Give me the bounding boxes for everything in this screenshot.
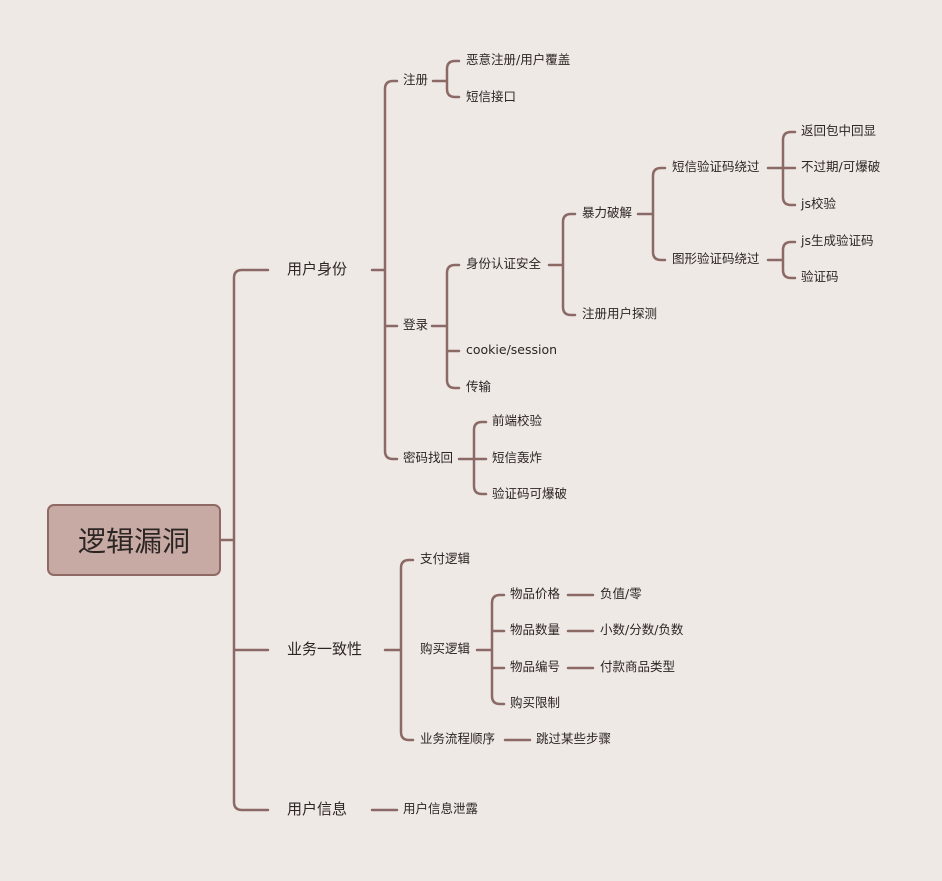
node-buy-limit[interactable]: 购买限制 <box>510 695 561 710</box>
node-js-gen-code[interactable]: js生成验证码 <box>801 233 874 248</box>
node-neg-zero[interactable]: 负值/零 <box>600 586 642 601</box>
node-cookie-session[interactable]: cookie/session <box>466 342 558 357</box>
node-skip-steps[interactable]: 跳过某些步骤 <box>536 731 612 746</box>
node-no-expire[interactable]: 不过期/可爆破 <box>801 159 881 174</box>
node-user-info[interactable]: 用户信息 <box>287 800 348 818</box>
node-transmission[interactable]: 传输 <box>466 379 492 394</box>
node-js-check[interactable]: js校验 <box>801 196 836 211</box>
node-item-price[interactable]: 物品价格 <box>510 586 561 601</box>
node-reg-user-probe[interactable]: 注册用户探测 <box>582 306 658 321</box>
node-business[interactable]: 业务一致性 <box>287 640 363 658</box>
connector-img-bypass <box>766 240 797 280</box>
node-flow-order[interactable]: 业务流程顺序 <box>420 731 496 746</box>
node-buy-logic[interactable]: 购买逻辑 <box>420 641 471 656</box>
node-frontend-check[interactable]: 前端校验 <box>492 413 543 428</box>
node-brute-force[interactable]: 暴力破解 <box>582 205 633 220</box>
node-pay-item-type[interactable]: 付款商品类型 <box>600 659 676 674</box>
node-info-leak[interactable]: 用户信息泄露 <box>403 801 479 816</box>
connector-login <box>430 263 461 390</box>
connector-root <box>219 268 270 812</box>
connector-pwd-recover <box>457 420 488 496</box>
connector-business <box>383 558 415 742</box>
node-register-sms-api[interactable]: 短信接口 <box>466 89 517 104</box>
node-code-brute[interactable]: 验证码可爆破 <box>492 486 568 501</box>
node-register-malicious[interactable]: 恶意注册/用户覆盖 <box>466 52 571 67</box>
connector-user-identity <box>370 79 399 461</box>
connector-register <box>431 59 461 99</box>
node-pay-logic[interactable]: 支付逻辑 <box>420 551 471 566</box>
node-item-id[interactable]: 物品编号 <box>510 659 561 674</box>
connector-buy-logic <box>475 593 506 706</box>
node-sms-bomb[interactable]: 短信轰炸 <box>492 450 543 465</box>
node-img-code-bypass[interactable]: 图形验证码绕过 <box>672 251 760 266</box>
connector-brute-force <box>636 166 667 262</box>
node-auth-security[interactable]: 身份认证安全 <box>466 256 542 271</box>
connector-leaves <box>370 593 595 812</box>
node-pwd-recover[interactable]: 密码找回 <box>403 450 454 465</box>
node-user-identity[interactable]: 用户身份 <box>287 260 348 278</box>
connector-sms-bypass <box>766 130 797 207</box>
node-verify-code[interactable]: 验证码 <box>801 269 839 284</box>
root-node[interactable]: 逻辑漏洞 <box>47 504 221 576</box>
node-register[interactable]: 注册 <box>403 72 429 87</box>
node-return-echo[interactable]: 返回包中回显 <box>801 123 877 138</box>
node-sms-code-bypass[interactable]: 短信验证码绕过 <box>672 159 760 174</box>
node-login[interactable]: 登录 <box>403 317 429 332</box>
connector-auth-security <box>547 212 577 317</box>
node-decimal-frac-neg[interactable]: 小数/分数/负数 <box>600 622 684 637</box>
node-item-qty[interactable]: 物品数量 <box>510 622 561 637</box>
